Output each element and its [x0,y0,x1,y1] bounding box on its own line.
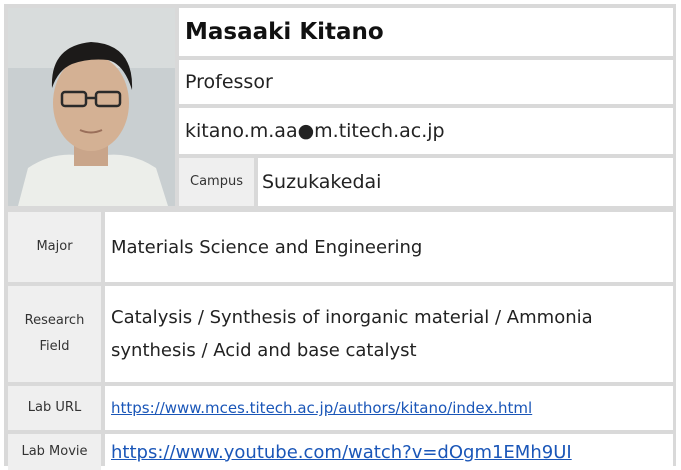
profile-position: Professor [179,60,673,104]
lab-movie-label: Lab Movie [8,434,101,470]
research-field-label-line1: Research [24,313,85,328]
profile-name: Masaaki Kitano [179,8,673,56]
research-field-label: Research Field [8,286,101,382]
lab-url-link[interactable]: https://www.mces.titech.ac.jp/authors/ki… [111,399,533,417]
campus-label: Campus [179,158,254,206]
campus-value: Suzukakedai [258,158,673,206]
research-field-value: Catalysis / Synthesis of inorganic mater… [105,286,673,382]
profile-photo [8,8,175,206]
person-portrait-icon [8,8,175,206]
research-field-label-line2: Field [39,339,70,354]
major-label: Major [8,212,101,282]
major-value: Materials Science and Engineering [105,212,673,282]
lab-url-cell: https://www.mces.titech.ac.jp/authors/ki… [105,386,673,430]
profile-email: kitano.m.aa●m.titech.ac.jp [179,108,673,154]
lab-movie-cell: https://www.youtube.com/watch?v=dOgm1EMh… [105,434,673,470]
lab-movie-link[interactable]: https://www.youtube.com/watch?v=dOgm1EMh… [111,441,572,463]
lab-url-label: Lab URL [8,386,101,430]
